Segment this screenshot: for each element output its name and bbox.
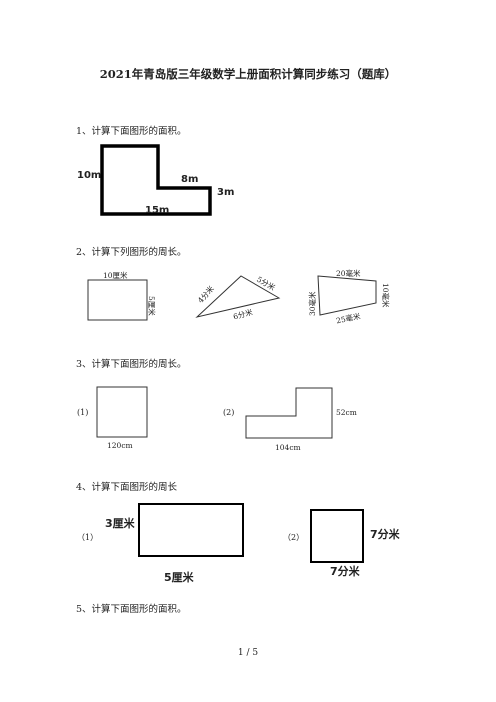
q3-bottom: 104cm (275, 443, 301, 452)
question-2: 2、计算下列图形的周长。 (76, 247, 187, 258)
q3-square-side: 120cm (107, 441, 133, 450)
question-4: 4、计算下面图形的周长 (76, 482, 178, 493)
q2-rect-right: 5厘米 (147, 296, 156, 316)
q4-square-width: 7分米 (330, 565, 360, 578)
q4-rect-width: 5厘米 (164, 571, 194, 584)
page-title: 2021年青岛版三年级数学上册面积计算同步练习（题库） (99, 67, 397, 81)
q2-trap-left: 30毫米 (308, 291, 317, 316)
question-1: 1、计算下面图形的面积。 (76, 126, 187, 137)
q4-square (310, 509, 364, 563)
q3-label-1: (1) (77, 408, 89, 417)
q2-trap-right: 10毫米 (381, 283, 390, 308)
page-number: 1 / 5 (237, 648, 259, 658)
q2-rect-top: 10厘米 (103, 271, 128, 280)
q4-rect-height: 3厘米 (105, 517, 135, 530)
q3-square (96, 386, 148, 438)
q2-trapezoid (317, 275, 377, 316)
q3-l-shape (245, 387, 333, 439)
q4-rectangle (138, 503, 244, 557)
q2-rectangle (87, 279, 148, 321)
q3-label-2: (2) (223, 408, 235, 417)
q1-l-shape (100, 144, 212, 216)
question-5: 5、计算下面图形的面积。 (76, 604, 187, 615)
q2-trap-top: 20毫米 (336, 269, 361, 278)
q2-triangle (195, 275, 281, 318)
q4-label-2: （2） (283, 533, 305, 542)
q1-label-left: 10m (77, 170, 102, 181)
q4-square-height: 7分米 (370, 528, 400, 541)
question-3: 3、计算下面图形的周长。 (76, 359, 187, 370)
q4-label-1: （1） (77, 533, 99, 542)
q1-label-right: 3m (217, 187, 235, 198)
q1-label-step: 8m (181, 174, 199, 185)
q1-label-bottom: 15m (145, 205, 170, 216)
q3-height: 52cm (336, 408, 357, 417)
